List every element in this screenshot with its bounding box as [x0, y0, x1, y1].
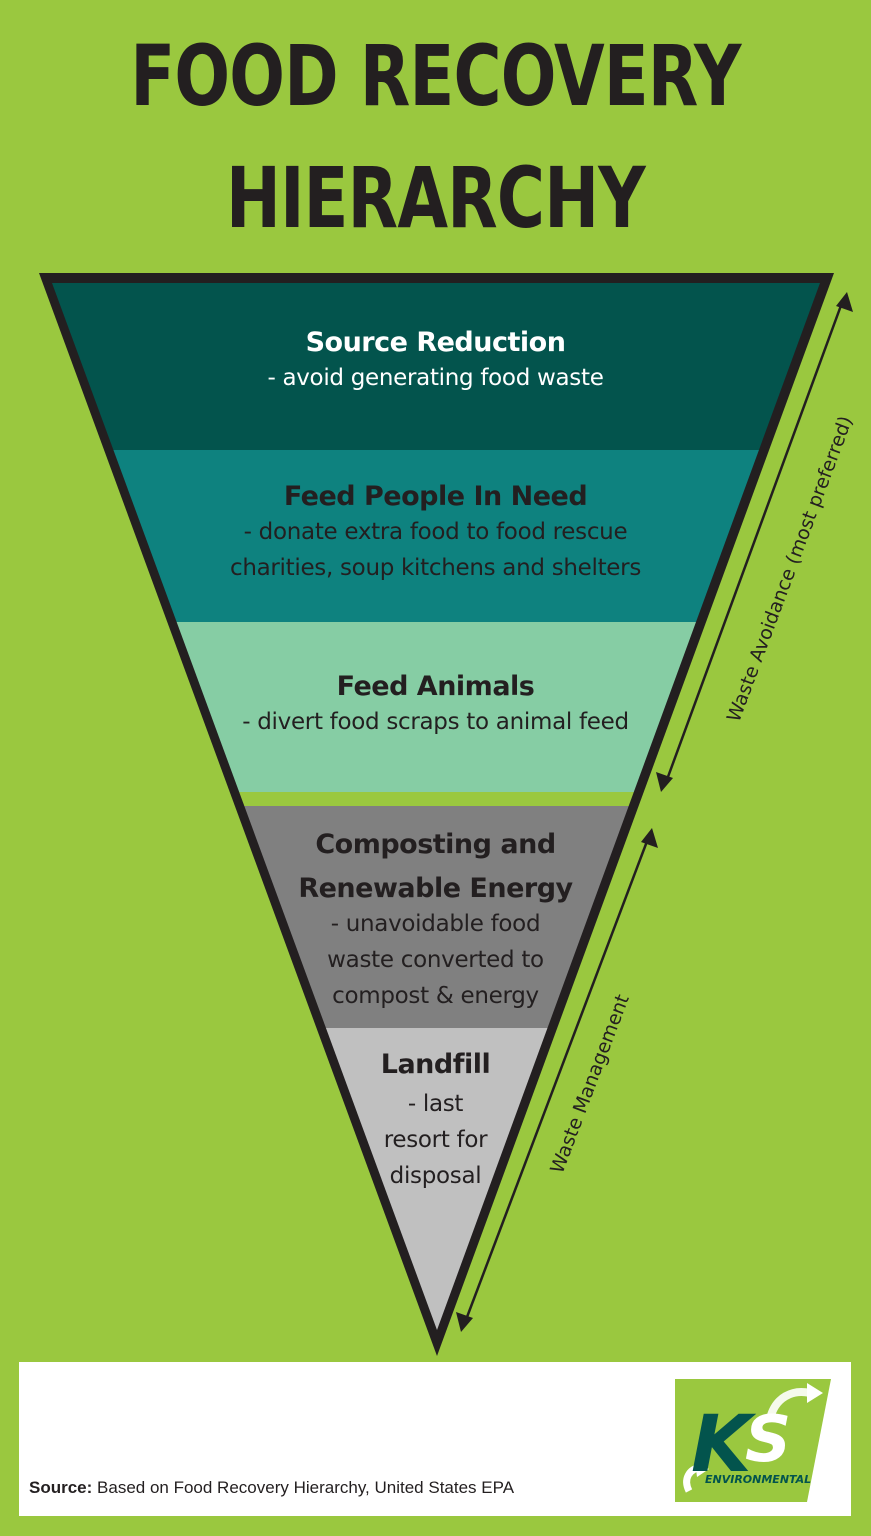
level-description: - avoid generating food waste: [267, 365, 604, 391]
band-gap: [52, 792, 820, 806]
level-landfill: Landfill - last resort for disposal: [0, 1048, 871, 1194]
arrowhead-down-icon: [656, 772, 673, 792]
logo-subtitle: ENVIRONMENTAL: [705, 1473, 811, 1486]
level-description: - last: [407, 1091, 464, 1117]
level-title: Landfill: [380, 1049, 491, 1080]
ks-environmental-logo: K S ENVIRONMENTAL: [675, 1379, 831, 1502]
level-title: Feed People In Need: [283, 481, 588, 512]
logo-letter-k: K: [691, 1400, 757, 1490]
level-feed-animals: Feed Animals - divert food scraps to ani…: [0, 670, 871, 740]
level-feed-people: Feed People In Need - donate extra food …: [0, 480, 871, 586]
level-description: - divert food scraps to animal feed: [242, 709, 629, 735]
level-description: - unavoidable food: [330, 911, 541, 937]
level-description: disposal: [389, 1163, 482, 1189]
level-title: Renewable Energy: [298, 873, 573, 904]
source-text: Based on Food Recovery Hierarchy, United…: [92, 1478, 515, 1497]
level-description: - donate extra food to food rescue: [243, 519, 628, 545]
level-description: resort for: [383, 1127, 488, 1153]
title-line-1: FOOD RECOVERY: [130, 27, 741, 125]
level-title: Composting and: [315, 829, 556, 860]
level-title: Source Reduction: [305, 327, 566, 358]
band-source-reduction: [52, 283, 820, 450]
source-citation: Source: Based on Food Recovery Hierarchy…: [29, 1478, 514, 1498]
logo-letter-s: S: [745, 1403, 791, 1477]
title-line-2: HIERARCHY: [226, 149, 646, 247]
arrowhead-up-icon: [836, 292, 853, 312]
level-description: charities, soup kitchens and shelters: [229, 555, 642, 581]
band-feed-people: [52, 450, 820, 622]
footer: Source: Based on Food Recovery Hierarchy…: [19, 1362, 851, 1516]
waste-management-arrow: [456, 828, 658, 1332]
level-description: compost & energy: [332, 983, 539, 1009]
arrowhead-up-icon: [641, 828, 658, 848]
level-description: waste converted to: [327, 947, 544, 973]
level-composting: Composting and Renewable Energy - unavoi…: [0, 828, 871, 1014]
level-source-reduction: Source Reduction - avoid generating food…: [0, 326, 871, 396]
waste-avoidance-arrow: [656, 292, 853, 792]
level-title: Feed Animals: [336, 671, 535, 702]
arrowhead-down-icon: [456, 1312, 473, 1332]
source-label: Source:: [29, 1478, 93, 1497]
